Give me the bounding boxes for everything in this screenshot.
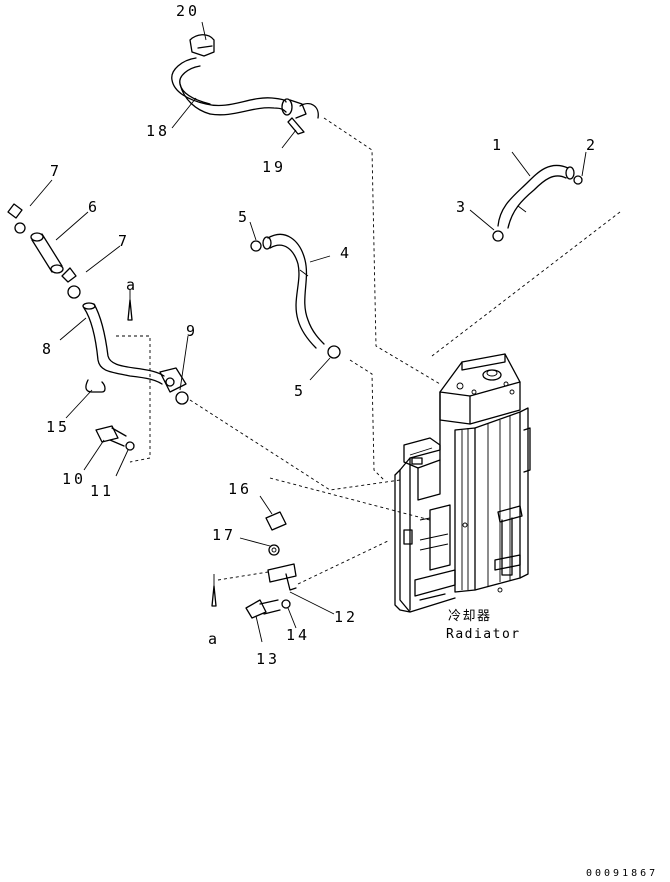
callout-17: 17 — [212, 526, 236, 544]
hose-4 — [250, 233, 341, 359]
callout-14: 14 — [286, 626, 310, 644]
callout-15: 15 — [46, 418, 70, 436]
callout-2: 2 — [586, 136, 598, 154]
callout-18: 18 — [146, 122, 170, 140]
callout-13: 13 — [256, 650, 280, 668]
callout-4: 4 — [340, 244, 352, 262]
callout-labels: 20 18 19 1 2 3 5 4 5 7 6 7 8 9 15 10 11 … — [42, 2, 598, 668]
radiator-label-en: Radiator — [446, 627, 521, 642]
callout-5-top: 5 — [238, 208, 250, 226]
marker-a-top: a — [126, 276, 138, 294]
lower-fasteners — [127, 299, 297, 619]
radiator — [394, 353, 531, 613]
callout-11: 11 — [90, 482, 114, 500]
callout-20: 20 — [176, 2, 200, 20]
callout-3: 3 — [456, 198, 468, 216]
callout-10: 10 — [62, 470, 86, 488]
callout-7-bottom: 7 — [118, 232, 130, 250]
callout-5-bottom: 5 — [294, 382, 306, 400]
marker-a-bottom: a — [208, 630, 220, 648]
callout-16: 16 — [228, 480, 252, 498]
callout-8: 8 — [42, 340, 54, 358]
callout-7-top: 7 — [50, 162, 62, 180]
callout-12: 12 — [334, 608, 358, 626]
left-hoses — [7, 203, 189, 451]
callout-1: 1 — [492, 136, 504, 154]
leader-lines — [29, 21, 587, 643]
upper-hose-1 — [492, 164, 583, 242]
figure-code: 00091867 — [586, 868, 658, 879]
connection-lines — [116, 117, 621, 585]
callout-6: 6 — [88, 198, 100, 216]
radiator-caption: 冷却器 Radiator — [446, 609, 521, 642]
radiator-label-jp: 冷却器 — [448, 609, 492, 624]
callout-9: 9 — [186, 322, 198, 340]
hose-18 — [171, 34, 319, 135]
callout-19: 19 — [262, 158, 286, 176]
